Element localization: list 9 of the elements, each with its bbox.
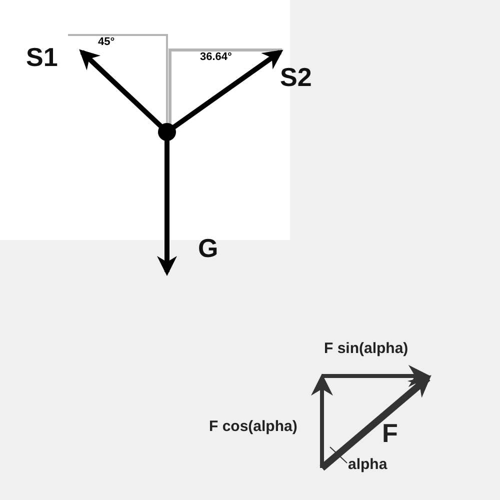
angle-label: 45° xyxy=(98,37,115,48)
force-label: S2 xyxy=(280,64,312,90)
force-label: F xyxy=(382,420,398,446)
force-label: S1 xyxy=(26,44,58,70)
component-label: F cos(alpha) xyxy=(209,419,298,434)
component-label: alpha xyxy=(348,457,388,472)
component-label: F sin(alpha) xyxy=(324,341,408,356)
angle-label: 36.64° xyxy=(200,52,232,63)
force-label: G xyxy=(198,235,218,261)
